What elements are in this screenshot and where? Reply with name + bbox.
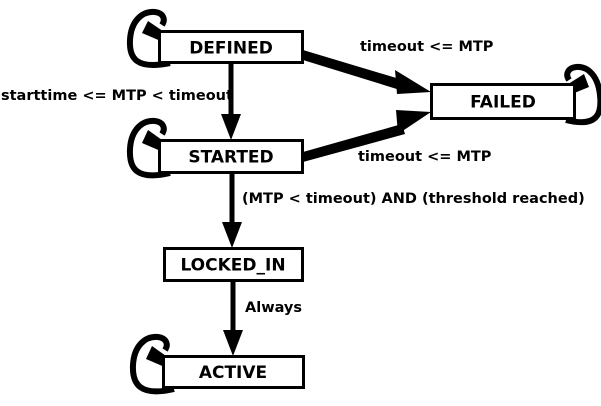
transition-started-to-failed bbox=[303, 110, 431, 162]
defined-to-started-arrow-head bbox=[221, 114, 241, 140]
state-label-active: ACTIVE bbox=[199, 363, 267, 383]
started-to-failed-arrow-head bbox=[396, 110, 431, 134]
state-label-locked-in: LOCKED_IN bbox=[180, 256, 285, 276]
state-label-failed: FAILED bbox=[470, 93, 536, 113]
edge-label-threshold-condition: (MTP < timeout) AND (threshold reached) bbox=[242, 191, 585, 207]
active-self-loop-path bbox=[129, 333, 175, 395]
started-to-locked-in-arrow-head bbox=[222, 222, 242, 248]
failed-self-loop-path bbox=[564, 63, 601, 126]
defined-to-failed-shaft bbox=[303, 50, 403, 90]
defined-to-failed-arrow-head bbox=[395, 70, 431, 94]
state-label-started: STARTED bbox=[188, 148, 273, 168]
state-node-active[interactable]: ACTIVE bbox=[162, 355, 305, 389]
locked-in-to-active-arrow-head bbox=[223, 330, 243, 356]
state-label-defined: DEFINED bbox=[189, 39, 273, 59]
edge-label-timeout-top: timeout <= MTP bbox=[360, 39, 494, 55]
transition-locked-in-to-active bbox=[223, 281, 243, 356]
state-box-failed[interactable] bbox=[430, 83, 576, 120]
started-to-failed-shaft bbox=[303, 124, 405, 162]
state-node-defined[interactable]: DEFINED bbox=[158, 30, 304, 64]
state-node-started[interactable]: STARTED bbox=[158, 139, 304, 174]
state-node-failed[interactable]: FAILED bbox=[430, 83, 576, 120]
edge-label-timeout-bottom: timeout <= MTP bbox=[358, 149, 492, 165]
edge-label-always: Always bbox=[245, 300, 302, 316]
state-box-active[interactable] bbox=[162, 355, 305, 389]
transition-started-to-locked-in bbox=[222, 173, 242, 248]
edge-label-starttime-condition: starttime <= MTP < timeout bbox=[1, 88, 233, 104]
transition-defined-to-failed bbox=[303, 50, 431, 94]
state-box-started[interactable] bbox=[158, 139, 304, 174]
started-self-loop-path bbox=[126, 117, 171, 179]
state-node-locked-in[interactable]: LOCKED_IN bbox=[163, 247, 304, 282]
state-box-locked-in[interactable] bbox=[163, 247, 304, 282]
transition-defined-to-started bbox=[221, 63, 241, 140]
defined-self-loop-path bbox=[126, 8, 171, 68]
state-box-defined[interactable] bbox=[158, 30, 304, 64]
